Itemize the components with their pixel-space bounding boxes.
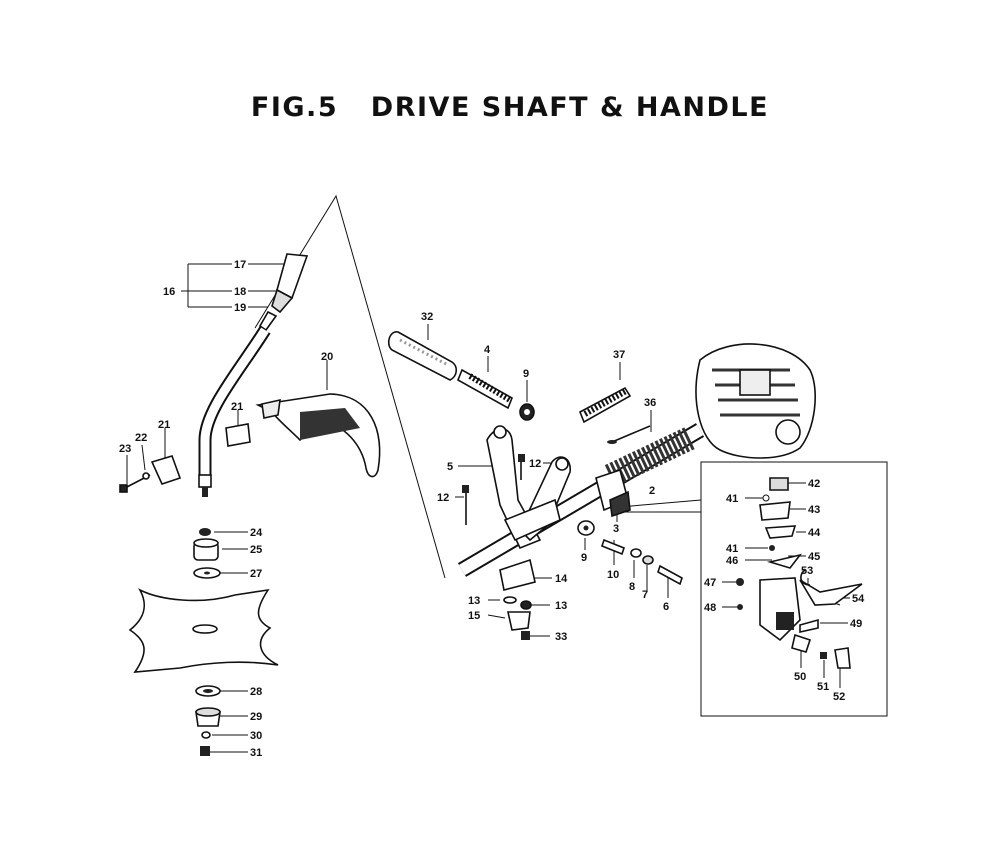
callout-23: 23 — [119, 443, 131, 455]
clamp-14-knob-15 — [499, 558, 536, 640]
nuts-8-7-bolt-6 — [630, 548, 683, 586]
callout-33: 33 — [555, 631, 567, 643]
callout-10: 10 — [607, 569, 619, 581]
blade-mount-parts — [193, 528, 221, 579]
callout-24: 24 — [250, 527, 263, 539]
main-tube — [457, 423, 705, 577]
callout-5: 5 — [447, 461, 453, 473]
spring-37 — [578, 386, 632, 424]
callout-46: 46 — [726, 555, 738, 567]
handle-5 — [486, 425, 571, 550]
callout-17: 17 — [234, 259, 246, 271]
callout-31: 31 — [250, 747, 262, 759]
callout-51: 51 — [817, 681, 829, 693]
callout-4: 4 — [484, 344, 491, 356]
bolts-12 — [462, 454, 525, 525]
callout-43: 43 — [808, 504, 820, 516]
callout-bracket-16 — [181, 263, 232, 308]
callout-41-lower: 41 — [726, 543, 738, 555]
callout-13-right: 13 — [555, 600, 567, 612]
callout-27: 27 — [250, 568, 262, 580]
callout-6: 6 — [663, 601, 669, 613]
clamp-21 — [150, 423, 251, 485]
callout-36: 36 — [644, 397, 656, 409]
washer-9 — [519, 403, 535, 421]
guide-v-line — [254, 194, 446, 579]
callout-30: 30 — [250, 730, 262, 742]
callout-37: 37 — [613, 349, 625, 361]
callout-45: 45 — [808, 551, 820, 563]
callout-3: 3 — [613, 523, 619, 535]
callout-12-right: 12 — [529, 458, 541, 470]
callout-47: 47 — [704, 577, 716, 589]
callout-41-upper: 41 — [726, 493, 738, 505]
callout-13-left: 13 — [468, 595, 480, 607]
callout-16: 16 — [163, 286, 175, 298]
callout-8: 8 — [629, 581, 635, 593]
callout-19: 19 — [234, 302, 246, 314]
callout-53: 53 — [801, 565, 813, 577]
washer-9b-pin-10 — [577, 520, 625, 556]
callout-21-lower: 21 — [158, 419, 170, 431]
engine-unit — [695, 343, 816, 459]
callout-12-left: 12 — [437, 492, 449, 504]
callout-20: 20 — [321, 351, 333, 363]
drive-shaft-17 — [258, 253, 309, 332]
callout-25: 25 — [250, 544, 262, 556]
shaft-tube-curved — [198, 326, 271, 497]
callout-48: 48 — [704, 602, 716, 614]
callout-14: 14 — [555, 573, 568, 585]
callout-9-lower: 9 — [581, 552, 587, 564]
inset-box — [700, 461, 888, 717]
callout-50: 50 — [794, 671, 806, 683]
blade-4-point — [128, 588, 279, 673]
callout-22: 22 — [135, 432, 147, 444]
callout-9-upper: 9 — [523, 368, 529, 380]
throttle-housing-3 — [595, 468, 631, 518]
callout-21-upper: 21 — [231, 401, 243, 413]
callout-2: 2 — [649, 485, 655, 497]
callout-44: 44 — [808, 527, 821, 539]
spring-4 — [456, 368, 514, 410]
callout-29: 29 — [250, 711, 262, 723]
callout-7: 7 — [642, 589, 648, 601]
callout-15: 15 — [468, 610, 480, 622]
callout-52: 52 — [833, 691, 845, 703]
blade-guard-20 — [255, 393, 381, 478]
inset-throttle-parts — [736, 477, 863, 669]
callout-32: 32 — [421, 311, 433, 323]
blade-lower-parts — [195, 685, 221, 756]
callout-42: 42 — [808, 478, 820, 490]
grip-32 — [387, 331, 458, 381]
cable-36 — [607, 425, 651, 444]
callout-labels: 17 16 18 19 20 21 21 22 23 24 25 27 28 2… — [119, 259, 865, 759]
callout-49: 49 — [850, 618, 862, 630]
figure-title: FIG.5 DRIVE SHAFT & HANDLE — [250, 92, 770, 123]
callout-28: 28 — [250, 686, 262, 698]
bolt-23-washer-22 — [119, 472, 151, 493]
callout-54: 54 — [852, 593, 865, 605]
callout-18: 18 — [234, 286, 246, 298]
